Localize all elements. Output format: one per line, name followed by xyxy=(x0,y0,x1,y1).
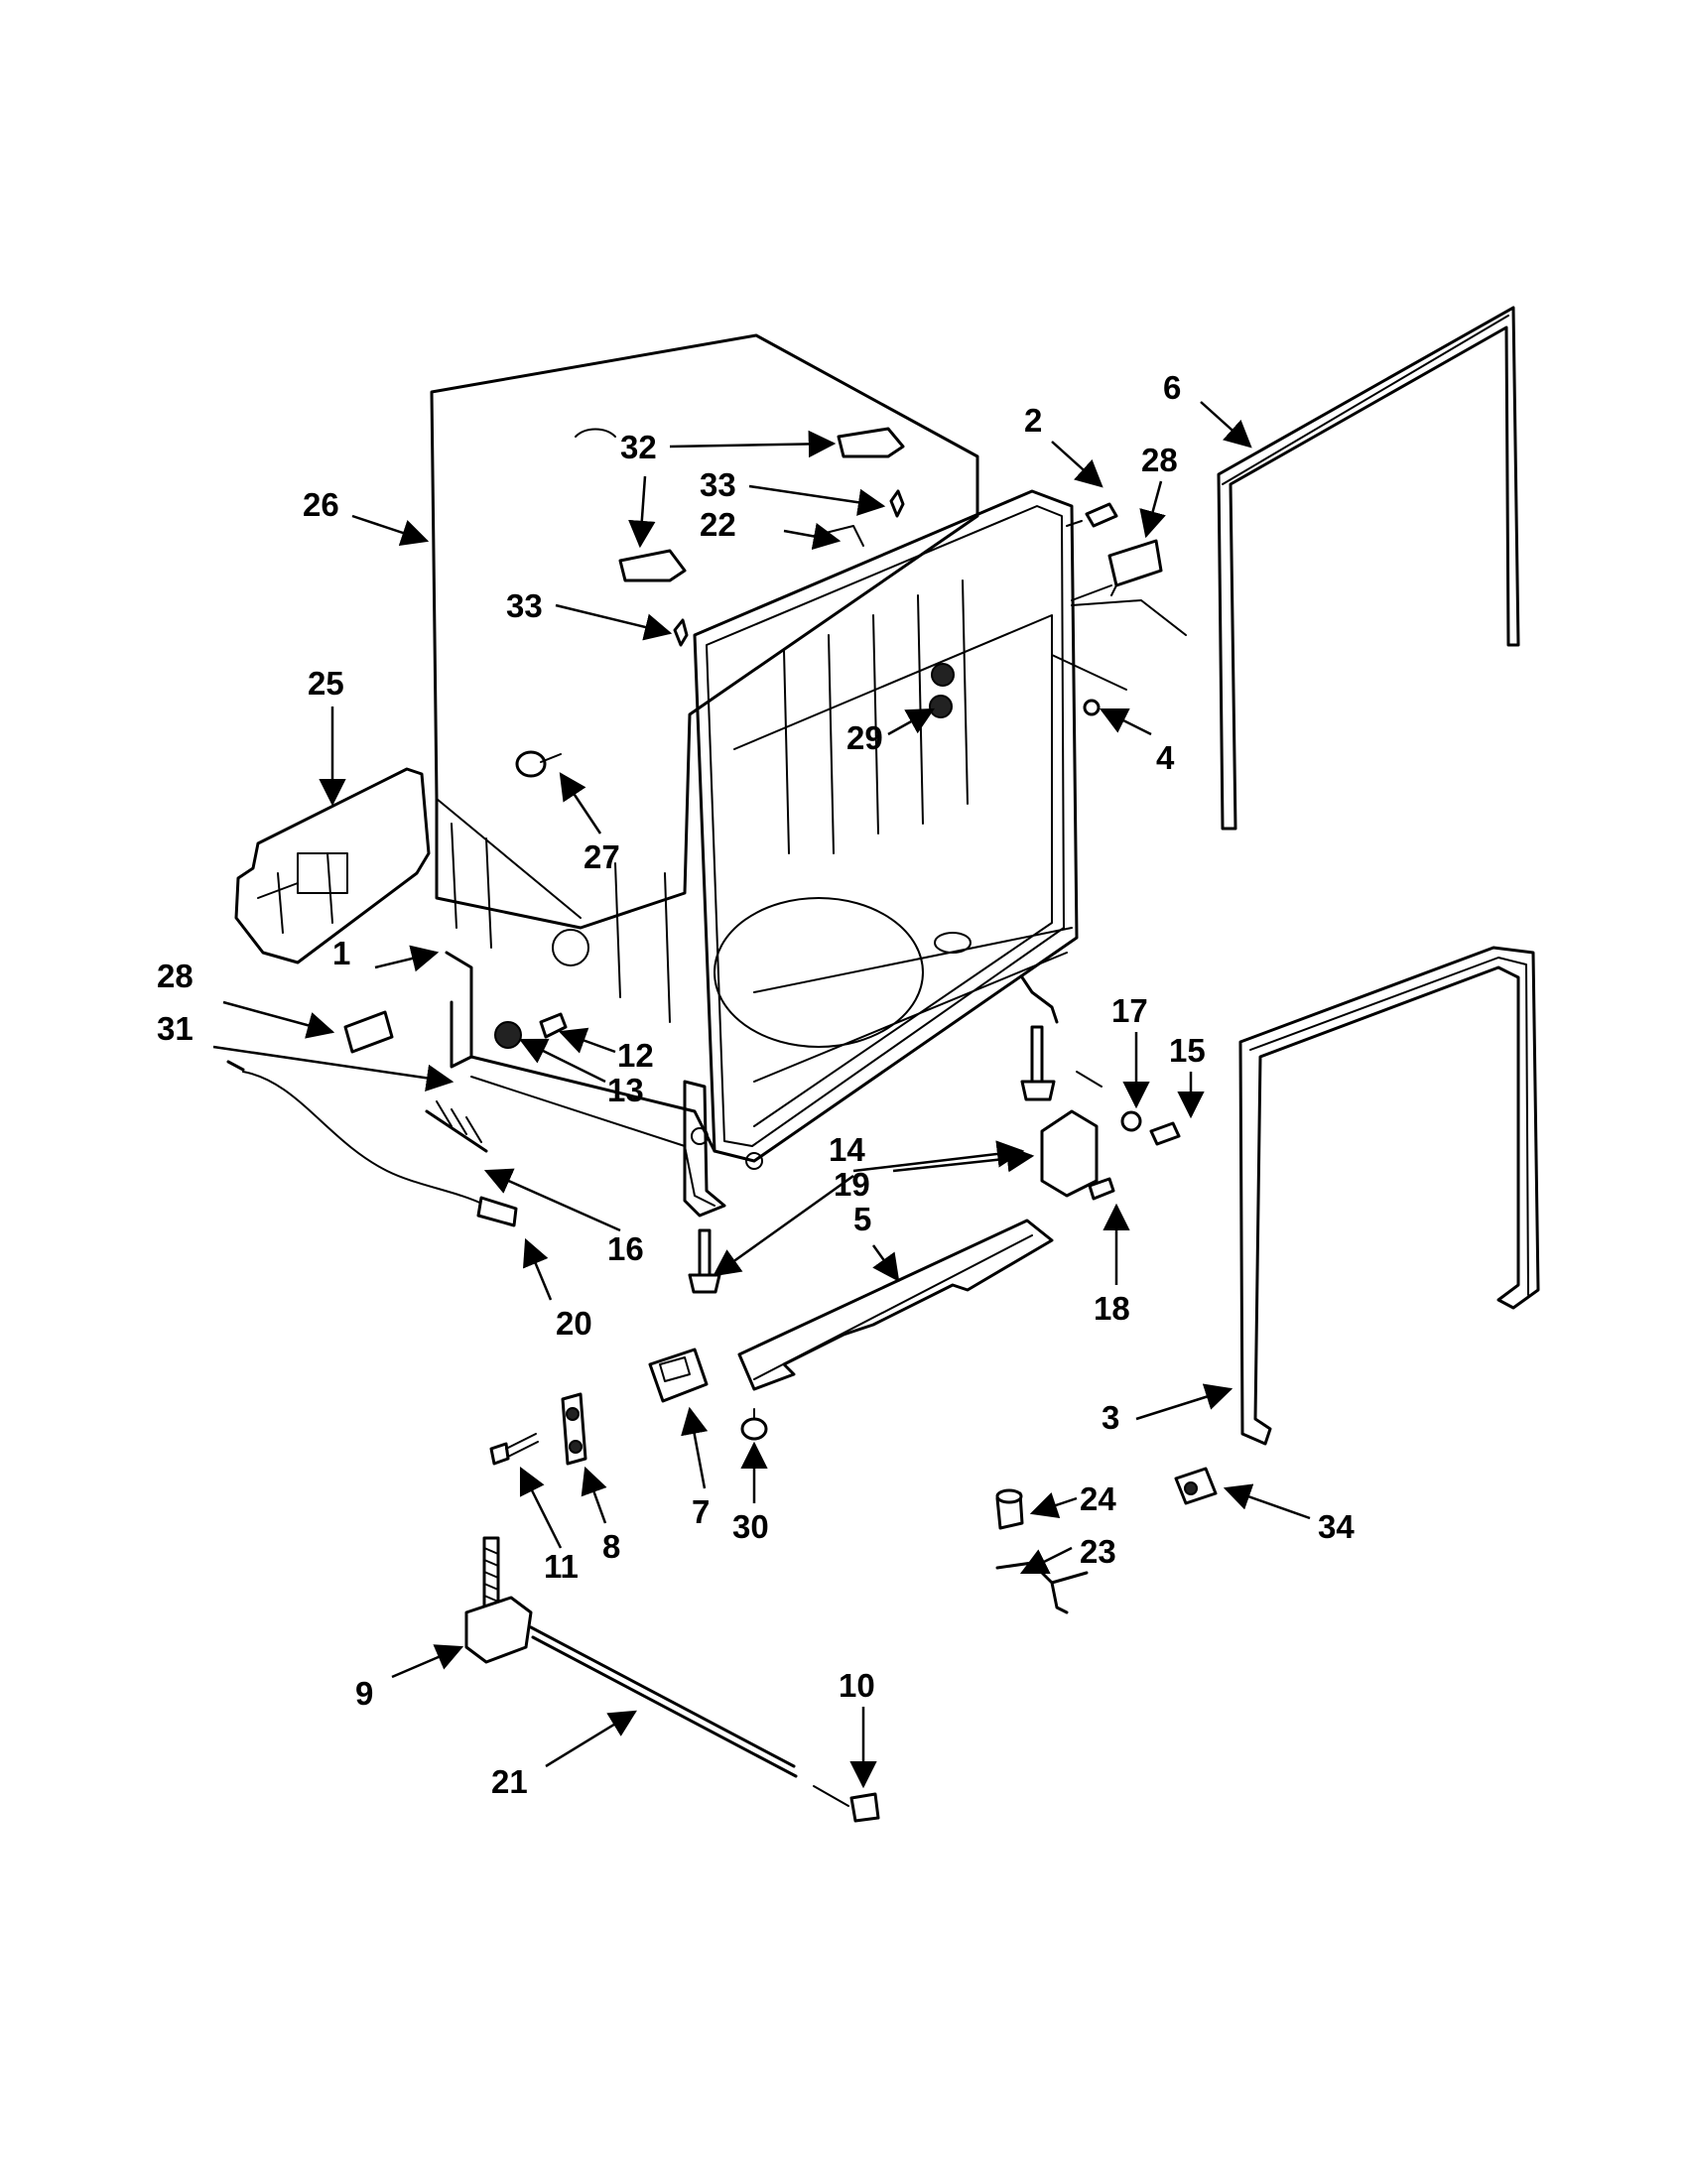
leveling-legs xyxy=(688,1025,1056,1294)
callout-22: 22 xyxy=(700,506,736,543)
callout-20: 20 xyxy=(556,1305,592,1342)
screw-and-clip xyxy=(489,1392,587,1466)
callout-9: 9 xyxy=(355,1675,373,1712)
callout-19: 19 xyxy=(834,1166,870,1203)
callout-21: 21 xyxy=(491,1763,528,1800)
leg-bracket xyxy=(1040,1071,1181,1201)
leveling-screw-and-nut xyxy=(494,1012,568,1049)
callout-15: 15 xyxy=(1169,1032,1206,1069)
callout-6: 6 xyxy=(1163,369,1181,406)
callout-33-top: 33 xyxy=(700,466,736,503)
callout-2: 2 xyxy=(1024,402,1042,439)
callout-10: 10 xyxy=(839,1667,875,1704)
strike-block-left xyxy=(343,1010,394,1054)
toe-panel xyxy=(737,1219,1054,1391)
callout-5: 5 xyxy=(853,1201,871,1237)
callout-4: 4 xyxy=(1156,739,1175,776)
callout-27: 27 xyxy=(584,838,620,875)
door-gasket xyxy=(1217,306,1520,831)
callout-31: 31 xyxy=(157,1010,194,1047)
callout-3: 3 xyxy=(1102,1399,1119,1436)
callout-16: 16 xyxy=(607,1230,644,1267)
door-spring xyxy=(425,1100,488,1153)
strike-block xyxy=(1071,539,1187,636)
screw xyxy=(1066,502,1118,528)
callout-34: 34 xyxy=(1318,1508,1355,1545)
callout-23: 23 xyxy=(1080,1533,1116,1570)
u-gasket xyxy=(1238,946,1540,1446)
callout-29: 29 xyxy=(846,719,883,756)
callout-28-left: 28 xyxy=(157,958,194,994)
callout-30: 30 xyxy=(732,1508,769,1545)
callout-24: 24 xyxy=(1080,1480,1116,1517)
plug-button xyxy=(515,750,562,778)
door-cable xyxy=(226,1060,518,1227)
top-brackets xyxy=(618,427,905,647)
callout-17: 17 xyxy=(1111,992,1148,1029)
plug xyxy=(1051,654,1127,716)
callout-25: 25 xyxy=(308,665,344,702)
callout-33-left: 33 xyxy=(506,587,543,624)
callout-1: 1 xyxy=(332,935,350,971)
vent-bellows xyxy=(929,663,955,718)
callout-labels: 1 2 3 4 5 6 7 8 9 10 11 12 13 14 15 16 1… xyxy=(157,369,1355,1800)
callout-11: 11 xyxy=(544,1548,579,1585)
bottom-clips xyxy=(995,1467,1218,1614)
push-clip xyxy=(740,1408,768,1441)
latch-block xyxy=(648,1348,709,1403)
callout-32: 32 xyxy=(620,429,657,465)
callout-8: 8 xyxy=(602,1528,620,1565)
callout-18: 18 xyxy=(1094,1290,1130,1327)
callout-13: 13 xyxy=(607,1072,644,1108)
callout-14: 14 xyxy=(829,1131,865,1168)
callout-28-right: 28 xyxy=(1141,442,1178,478)
side-shield xyxy=(234,767,431,964)
leader-lines xyxy=(212,401,1311,1789)
callout-26: 26 xyxy=(303,486,339,523)
callout-7: 7 xyxy=(692,1493,710,1530)
leveling-leg-assembly xyxy=(464,1536,880,1823)
callout-12: 12 xyxy=(617,1037,654,1074)
